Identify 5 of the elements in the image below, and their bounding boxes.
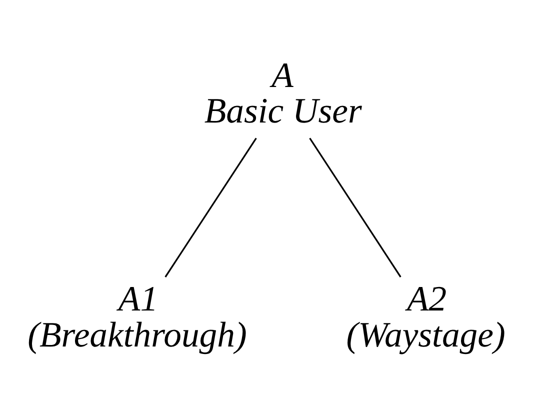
node-text: A1 (Breakthrough) bbox=[28, 278, 247, 354]
node-text: A Basic User bbox=[204, 54, 362, 130]
connector bbox=[309, 137, 402, 277]
node-text: A2 (Waystage) bbox=[346, 278, 506, 354]
connector bbox=[164, 137, 257, 277]
